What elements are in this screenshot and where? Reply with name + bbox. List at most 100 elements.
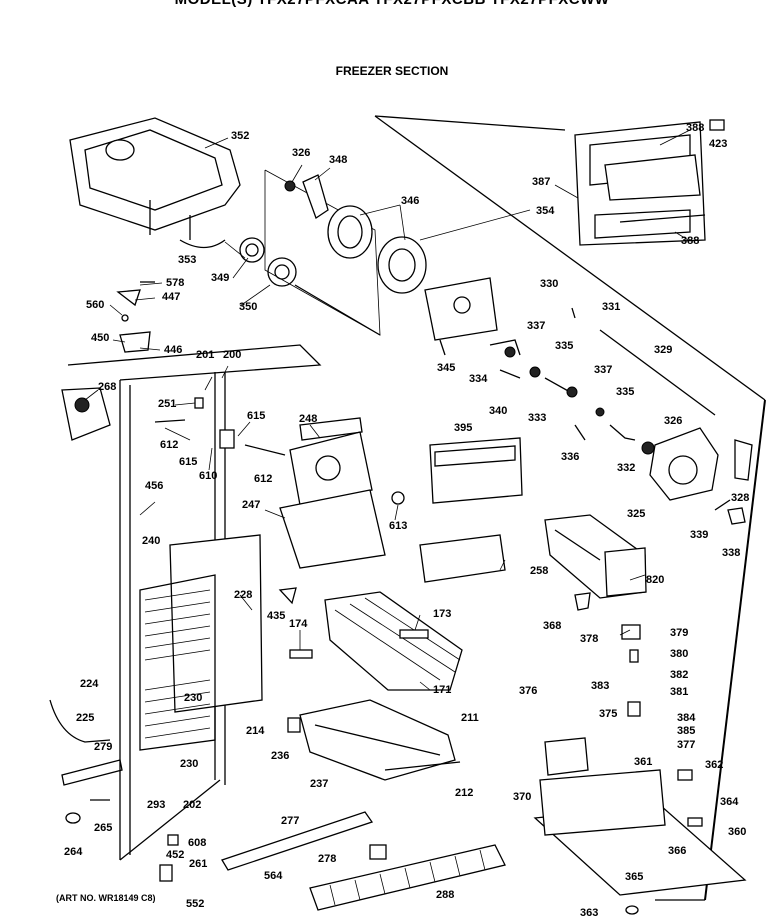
part-label-228: 228	[234, 589, 253, 601]
part-label-293: 293	[147, 799, 166, 811]
part-label-350: 350	[239, 301, 258, 313]
part-label-354: 354	[536, 205, 555, 217]
part-label-352: 352	[231, 130, 250, 142]
part-label-337: 337	[527, 320, 546, 332]
part-label-380: 380	[670, 648, 689, 660]
part-label-202: 202	[183, 799, 202, 811]
part-label-326: 326	[664, 415, 683, 427]
motor-bracket-part	[424, 277, 498, 356]
part-label-452: 452	[166, 849, 185, 861]
control-panel-part	[429, 437, 523, 504]
freezer-outline	[374, 115, 766, 901]
part-label-277: 277	[281, 815, 300, 827]
part-label-214: 214	[246, 725, 265, 737]
part-label-364: 364	[720, 796, 739, 808]
part-label-381: 381	[670, 686, 689, 698]
part-label-174: 174	[289, 618, 308, 630]
part-label-368: 368	[543, 620, 562, 632]
part-label-365: 365	[625, 871, 644, 883]
part-label-384: 384	[677, 712, 696, 724]
part-label-337: 337	[594, 364, 613, 376]
part-label-340: 340	[489, 405, 508, 417]
ice-maker-motor-part	[641, 427, 753, 525]
part-label-279: 279	[94, 741, 113, 753]
part-label-456: 456	[145, 480, 164, 492]
part-label-171: 171	[433, 684, 452, 696]
fan-shroud-part	[279, 417, 405, 569]
part-label-230: 230	[184, 692, 203, 704]
part-label-261: 261	[189, 858, 208, 870]
part-label-387: 387	[532, 176, 551, 188]
part-label-247: 247	[242, 499, 261, 511]
part-label-608: 608	[188, 837, 207, 849]
part-label-612: 612	[160, 439, 179, 451]
evaporator-part	[139, 534, 263, 751]
drip-pan-part	[299, 699, 461, 781]
part-label-578: 578	[166, 277, 185, 289]
part-label-329: 329	[654, 344, 673, 356]
part-label-382: 382	[670, 669, 689, 681]
part-label-212: 212	[455, 787, 474, 799]
part-label-326: 326	[292, 147, 311, 159]
part-label-361: 361	[634, 756, 653, 768]
part-label-336: 336	[561, 451, 580, 463]
part-label-230: 230	[180, 758, 199, 770]
part-label-325: 325	[627, 508, 646, 520]
part-label-447: 447	[162, 291, 181, 303]
part-label-339: 339	[690, 529, 709, 541]
part-label-362: 362	[705, 759, 724, 771]
part-label-385: 385	[677, 725, 696, 737]
part-label-615: 615	[247, 410, 266, 422]
part-label-332: 332	[617, 462, 636, 474]
part-label-328: 328	[731, 492, 750, 504]
small-hardware-parts	[116, 281, 703, 915]
part-label-338: 338	[722, 547, 741, 559]
part-label-268: 268	[98, 381, 117, 393]
part-label-346: 346	[401, 195, 420, 207]
part-label-200: 200	[223, 349, 242, 361]
part-label-225: 225	[76, 712, 95, 724]
part-label-435: 435	[267, 610, 286, 622]
section-title: FREEZER SECTION	[335, 64, 449, 78]
part-label-360: 360	[728, 826, 747, 838]
kickplate-grille-part	[309, 844, 506, 911]
part-label-237: 237	[310, 778, 329, 790]
part-label-265: 265	[94, 822, 113, 834]
linkage-parts	[489, 307, 716, 441]
part-label-335: 335	[616, 386, 635, 398]
part-label-333: 333	[528, 412, 547, 424]
part-label-334: 334	[469, 373, 488, 385]
ice-maker-part	[544, 514, 647, 599]
part-label-423: 423	[709, 138, 728, 150]
part-label-612: 612	[254, 473, 273, 485]
dispenser-door-part	[574, 119, 725, 246]
part-label-383: 383	[591, 680, 610, 692]
part-label-395: 395	[454, 422, 473, 434]
part-label-224: 224	[80, 678, 99, 690]
part-label-335: 335	[555, 340, 574, 352]
part-label-378: 378	[580, 633, 599, 645]
part-label-288: 288	[436, 889, 455, 901]
part-label-240: 240	[142, 535, 161, 547]
auger-drum-part	[327, 205, 427, 294]
part-label-348: 348	[329, 154, 348, 166]
rail-part	[49, 387, 374, 882]
part-label-278: 278	[318, 853, 337, 865]
leader-lines	[84, 129, 691, 691]
part-label-353: 353	[178, 254, 197, 266]
part-label-363: 363	[580, 907, 599, 919]
part-label-615: 615	[179, 456, 198, 468]
part-label-236: 236	[271, 750, 290, 762]
part-label-379: 379	[670, 627, 689, 639]
part-label-388: 388	[681, 235, 700, 247]
part-label-264: 264	[64, 846, 83, 858]
part-label-173: 173	[433, 608, 452, 620]
auger-assembly	[239, 169, 381, 336]
part-label-330: 330	[540, 278, 559, 290]
part-label-610: 610	[199, 470, 218, 482]
base-tray-part	[533, 737, 747, 896]
part-label-552: 552	[186, 898, 205, 910]
part-label-376: 376	[519, 685, 538, 697]
art-number: (ART NO. WR18149 C8)	[56, 893, 156, 903]
